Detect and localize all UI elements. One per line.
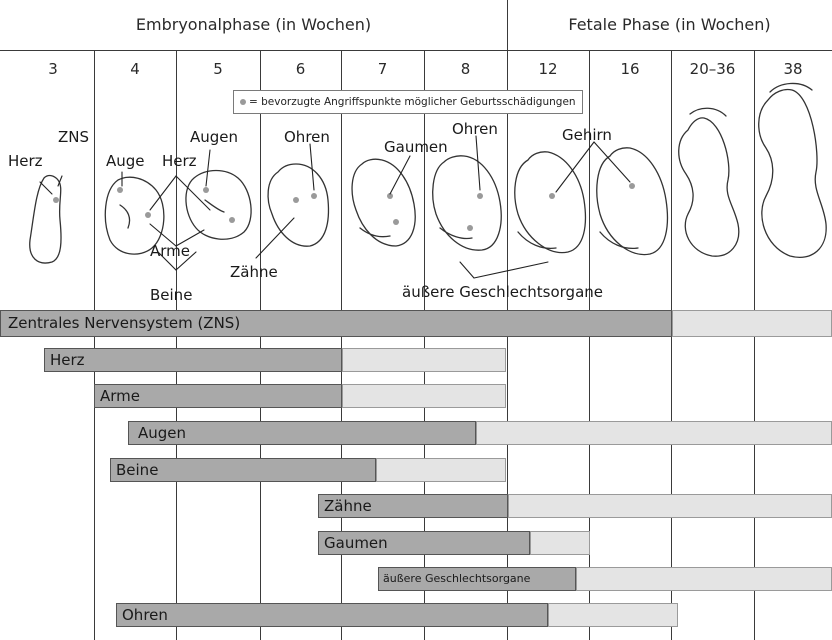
fetus-week-38 [759, 89, 826, 257]
label-gaumen: Gaumen [384, 138, 448, 156]
label-augen: Augen [190, 128, 238, 146]
label-zaehne: Zähne [230, 263, 278, 281]
bar-label-augen: Augen [138, 421, 186, 445]
bar-herz-less-sensitive [342, 348, 506, 372]
sensitive-spot-markers [53, 183, 635, 231]
bar-label-beine: Beine [116, 458, 158, 482]
embryo-week-3 [30, 176, 61, 263]
label-zns: ZNS [58, 128, 89, 146]
bar-arme-less-sensitive [342, 384, 506, 408]
bar-label-ohren: Ohren [122, 603, 168, 627]
bar-zaehne-less-sensitive [508, 494, 832, 518]
bar-label-herz: Herz [50, 348, 85, 372]
bar-label-gaumen: Gaumen [324, 531, 388, 555]
bar-augen-less-sensitive [476, 421, 832, 445]
bar-label-geschlechtsorgane: äußere Geschlechtsorgane [383, 567, 530, 591]
label-herz-week-4: Herz [162, 152, 197, 170]
bar-herz-critical [44, 348, 342, 372]
label-gehirn: Gehirn [562, 126, 612, 144]
embryo-week-8 [433, 156, 501, 250]
label-aeussere-geschlechtsorgane: äußere Geschlechtsorgane [402, 283, 603, 301]
label-auge: Auge [106, 152, 145, 170]
bar-ohren-less-sensitive [548, 603, 678, 627]
label-beine: Beine [150, 286, 192, 304]
label-ohren-week-8: Ohren [452, 120, 498, 138]
label-arme: Arme [150, 242, 190, 260]
bar-ohren-critical [116, 603, 548, 627]
bar-gaumen-less-sensitive [530, 531, 590, 555]
embryo-week-5 [186, 171, 251, 240]
bar-label-zaehne: Zähne [324, 494, 372, 518]
bar-geschlechtsorgane-less-sensitive [576, 567, 832, 591]
bar-label-arme: Arme [100, 384, 140, 408]
embryo-week-7 [352, 159, 415, 246]
bar-zns-less-sensitive [672, 310, 832, 337]
label-ohren-week-6: Ohren [284, 128, 330, 146]
fetus-week-20-36 [679, 118, 739, 256]
label-herz-week-3: Herz [8, 152, 43, 170]
bar-label-zns: Zentrales Nervensystem (ZNS) [8, 311, 240, 335]
bar-beine-less-sensitive [376, 458, 506, 482]
embryo-week-6 [268, 164, 328, 246]
